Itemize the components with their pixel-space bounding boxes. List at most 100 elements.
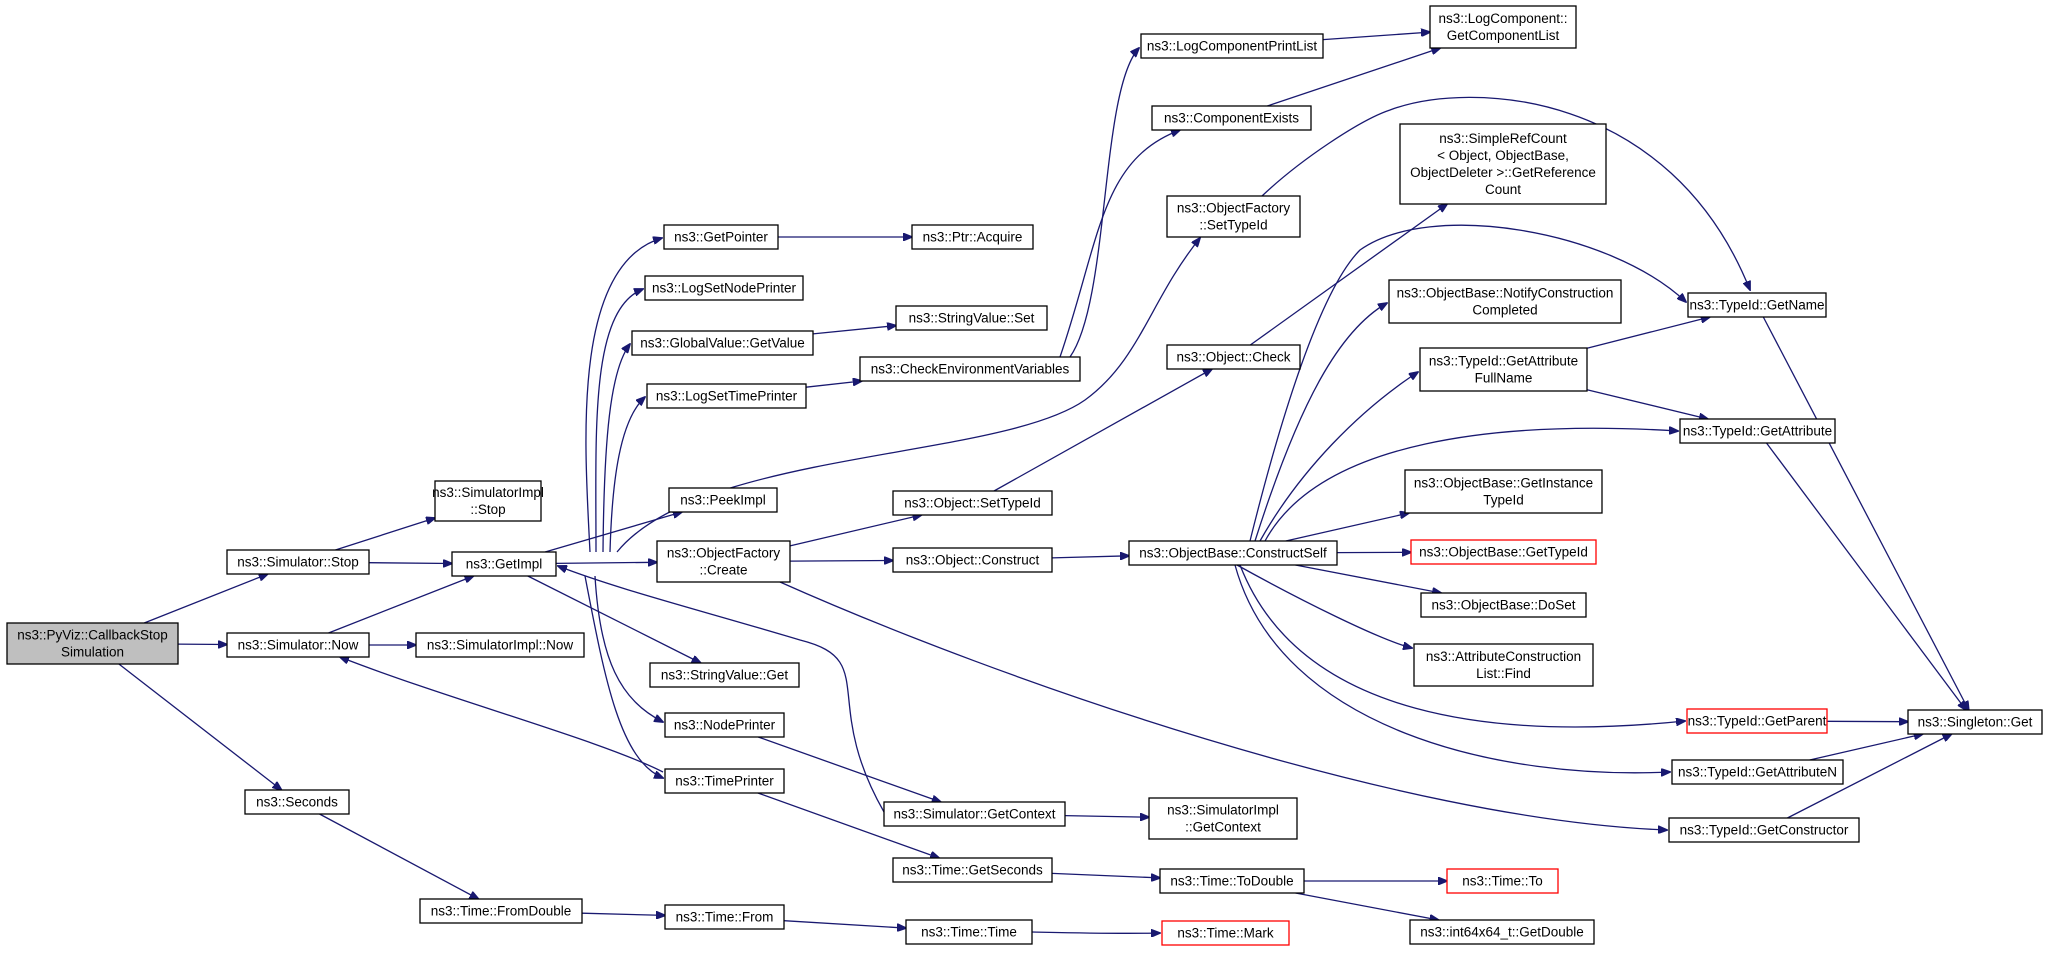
node-box xyxy=(226,632,370,658)
edge-compexists-to-logcompgetlist xyxy=(1267,48,1440,107)
node-timeto[interactable]: ns3::Time::To xyxy=(1446,868,1559,894)
node-objbasedoset[interactable]: ns3::ObjectBase::DoSet xyxy=(1420,592,1587,618)
node-label: ns3::ObjectFactory xyxy=(667,546,781,561)
node-label: ns3::ObjectBase::NotifyConstruction xyxy=(1397,286,1614,301)
edge-pyviz-to-simstop xyxy=(143,574,268,624)
edge-constructself-to-getattrfullname xyxy=(1259,372,1418,542)
node-singletonget[interactable]: ns3::Singleton::Get xyxy=(1907,709,2043,735)
node-label: ns3::ObjectBase::GetInstance xyxy=(1414,476,1593,491)
node-objcheck[interactable]: ns3::Object::Check xyxy=(1166,344,1301,370)
node-label: ns3::Time::ToDouble xyxy=(1170,874,1293,889)
node-getimpl[interactable]: ns3::GetImpl xyxy=(451,551,557,577)
edge-getimpl-to-logsetnodeprinter xyxy=(595,289,643,553)
node-label: ns3::TypeId::GetParent xyxy=(1688,714,1827,729)
node-ptracquire[interactable]: ns3::Ptr::Acquire xyxy=(911,224,1034,250)
node-timetime[interactable]: ns3::Time::Time xyxy=(905,919,1033,945)
node-simimplgetcontext[interactable]: ns3::SimulatorImpl::GetContext xyxy=(1148,797,1298,840)
node-simimplstop[interactable]: ns3::SimulatorImpl::Stop xyxy=(432,480,544,522)
node-label: ns3::LogSetTimePrinter xyxy=(656,389,798,404)
edge-timeprinter-to-timegetseconds xyxy=(757,792,939,858)
node-simgetcontext[interactable]: ns3::Simulator::GetContext xyxy=(883,801,1066,827)
node-label: ns3::TypeId::GetAttribute xyxy=(1683,424,1832,439)
edge-getimpl-to-objfactcreate xyxy=(555,562,657,563)
node-typeidgetattrn[interactable]: ns3::TypeId::GetAttributeN xyxy=(1671,759,1844,785)
node-box xyxy=(1907,709,2043,735)
node-label: ObjectDeleter >::GetReference xyxy=(1410,165,1596,180)
node-label: ns3::Time::Mark xyxy=(1177,926,1274,941)
node-getpointer[interactable]: ns3::GetPointer xyxy=(663,224,779,250)
node-box xyxy=(1166,195,1301,238)
node-label: ns3::ObjectFactory xyxy=(1177,201,1291,216)
node-objfactsettypeid[interactable]: ns3::ObjectFactory::SetTypeId xyxy=(1166,195,1301,238)
node-box xyxy=(1686,708,1828,734)
node-simstop[interactable]: ns3::Simulator::Stop xyxy=(226,549,370,575)
node-stringvalueset[interactable]: ns3::StringValue::Set xyxy=(895,305,1048,331)
node-box xyxy=(644,275,804,301)
node-label: ::SetTypeId xyxy=(1199,218,1267,233)
node-label: ns3::StringValue::Get xyxy=(661,668,789,683)
node-timegetseconds[interactable]: ns3::Time::GetSeconds xyxy=(892,857,1053,883)
node-typeidgetconstructor[interactable]: ns3::TypeId::GetConstructor xyxy=(1668,817,1860,843)
node-box xyxy=(415,632,585,658)
node-typeidgetparent[interactable]: ns3::TypeId::GetParent xyxy=(1686,708,1828,734)
edge-objfactsettypeid-to-typeidgetname xyxy=(1261,96,1750,290)
edges-layer xyxy=(118,32,1969,933)
node-compexists[interactable]: ns3::ComponentExists xyxy=(1151,105,1312,131)
node-notifyconstruct[interactable]: ns3::ObjectBase::NotifyConstructionCompl… xyxy=(1388,279,1622,324)
node-box xyxy=(905,919,1033,945)
node-typeidgetattr[interactable]: ns3::TypeId::GetAttribute xyxy=(1679,418,1836,444)
edge-globalvalueget-to-stringvalueset xyxy=(812,326,896,335)
edge-getattrfullname-to-typeidgetattr xyxy=(1586,389,1708,419)
node-seconds[interactable]: ns3::Seconds xyxy=(244,789,350,815)
edge-simstop-to-getimpl xyxy=(368,563,452,564)
node-stringvalueget[interactable]: ns3::StringValue::Get xyxy=(649,662,800,688)
edge-timetodouble-to-int64getdouble xyxy=(1295,892,1439,920)
node-timetodouble[interactable]: ns3::Time::ToDouble xyxy=(1159,868,1305,894)
node-simnow[interactable]: ns3::Simulator::Now xyxy=(226,632,370,658)
node-box xyxy=(646,383,807,409)
node-label: ns3::Object::Check xyxy=(1176,350,1290,365)
node-label: ns3::TypeId::GetAttribute xyxy=(1429,354,1578,369)
node-simplerefcount[interactable]: ns3::SimpleRefCount< Object, ObjectBase,… xyxy=(1399,123,1607,205)
node-logcompprintlist[interactable]: ns3::LogComponentPrintList xyxy=(1140,33,1324,59)
node-label: ns3::Singleton::Get xyxy=(1918,715,2033,730)
node-peekimpl[interactable]: ns3::PeekImpl xyxy=(668,487,778,513)
node-logcompgetlist[interactable]: ns3::LogComponent::GetComponentList xyxy=(1429,5,1577,49)
node-constructself[interactable]: ns3::ObjectBase::ConstructSelf xyxy=(1128,540,1338,566)
node-label: ns3::Simulator::GetContext xyxy=(893,807,1055,822)
node-objconstruct[interactable]: ns3::Object::Construct xyxy=(892,547,1053,573)
node-logsetnodeprinter[interactable]: ns3::LogSetNodePrinter xyxy=(644,275,804,301)
node-timeprinter[interactable]: ns3::TimePrinter xyxy=(664,768,785,794)
node-label: Completed xyxy=(1472,303,1537,318)
node-typeidgetname[interactable]: ns3::TypeId::GetName xyxy=(1687,292,1827,318)
node-globalvalueget[interactable]: ns3::GlobalValue::GetValue xyxy=(631,330,814,356)
node-label: ns3::Time::To xyxy=(1462,874,1543,889)
edge-objcheck-to-simplerefcount xyxy=(1249,204,1447,346)
node-simimplnow[interactable]: ns3::SimulatorImpl::Now xyxy=(415,632,585,658)
node-logsettimeprinter[interactable]: ns3::LogSetTimePrinter xyxy=(646,383,807,409)
node-label: ns3::GlobalValue::GetValue xyxy=(640,336,805,351)
node-objsettypeid[interactable]: ns3::Object::SetTypeId xyxy=(892,490,1053,516)
node-objfactcreate[interactable]: ns3::ObjectFactory::Create xyxy=(656,540,791,583)
node-label: ns3::LogComponent:: xyxy=(1438,11,1567,26)
node-checkenv[interactable]: ns3::CheckEnvironmentVariables xyxy=(859,356,1081,382)
node-label: ns3::GetImpl xyxy=(466,557,543,572)
node-fromdouble[interactable]: ns3::Time::FromDouble xyxy=(419,898,583,924)
edge-timeprinter-to-simnow xyxy=(340,657,664,773)
node-box xyxy=(1419,347,1588,392)
node-box xyxy=(1410,539,1597,565)
node-timemark[interactable]: ns3::Time::Mark xyxy=(1161,920,1290,946)
node-label: ns3::ObjectBase::ConstructSelf xyxy=(1139,546,1327,561)
node-label: ns3::TypeId::GetConstructor xyxy=(1680,823,1849,838)
node-nodeprinter[interactable]: ns3::NodePrinter xyxy=(664,712,785,738)
node-objbasegettypeid[interactable]: ns3::ObjectBase::GetTypeId xyxy=(1410,539,1597,565)
edge-nodeprinter-to-simgetcontext xyxy=(757,736,941,802)
node-int64getdouble[interactable]: ns3::int64x64_t::GetDouble xyxy=(1409,919,1595,945)
node-label: ns3::CheckEnvironmentVariables xyxy=(871,362,1070,377)
node-timefrom[interactable]: ns3::Time::From xyxy=(664,904,785,930)
